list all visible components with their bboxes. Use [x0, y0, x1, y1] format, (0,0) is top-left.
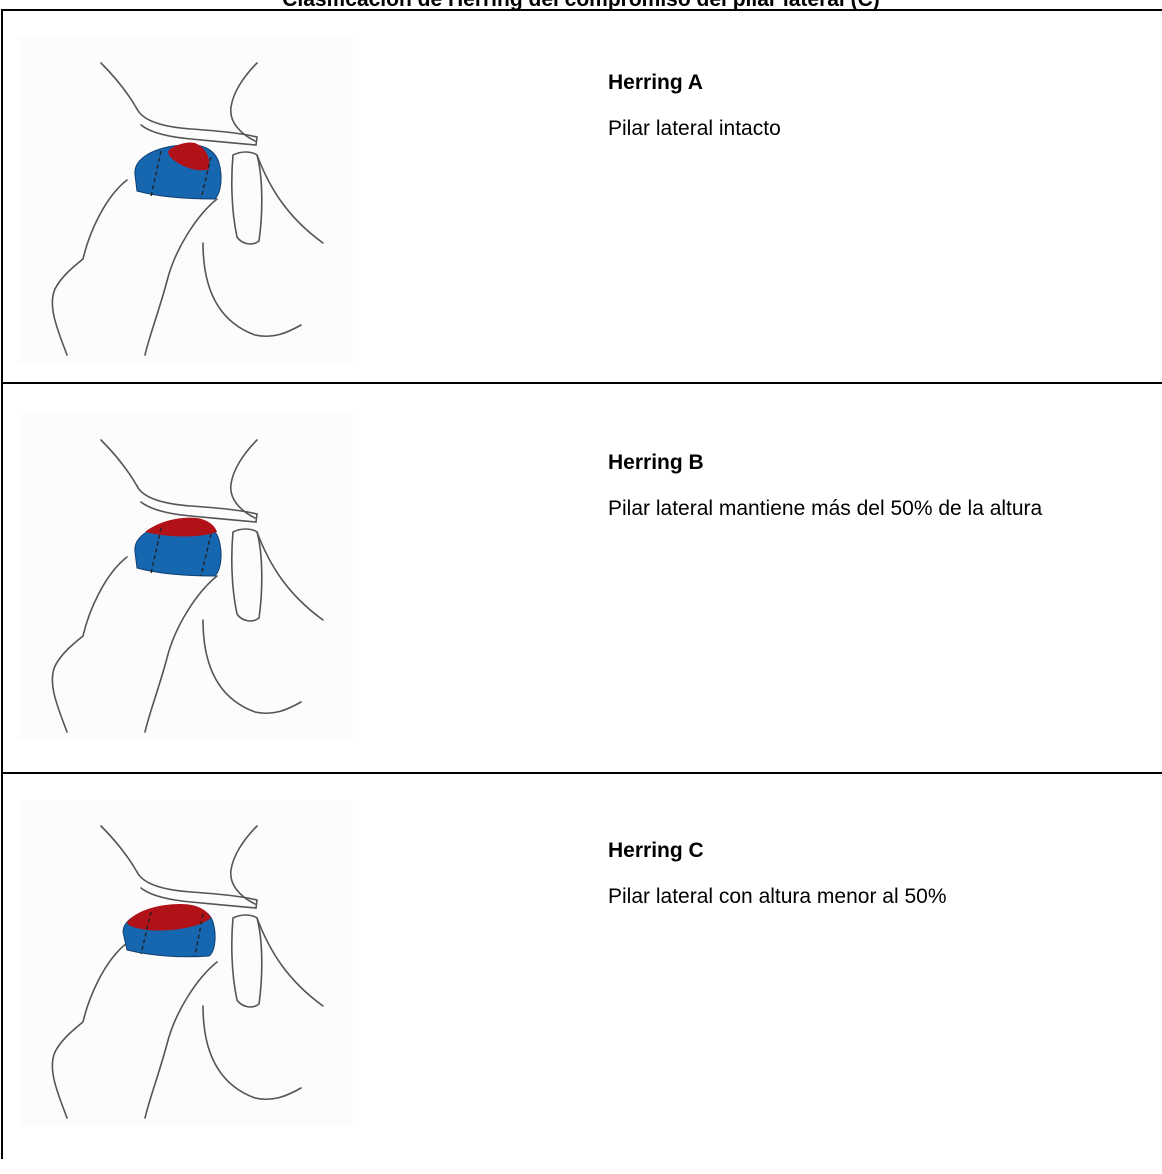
herring-classification-table: Herring A Pilar lateral intacto — [1, 9, 1162, 1159]
hip-diagram-illustration — [19, 414, 353, 740]
table-row: Herring A Pilar lateral intacto — [3, 11, 1162, 384]
hip-diagram-b — [19, 414, 353, 740]
row-heading: Herring C — [608, 839, 1162, 863]
row-heading: Herring A — [608, 71, 1162, 95]
table-row: Herring B Pilar lateral mantiene más del… — [3, 384, 1162, 774]
row-description: Pilar lateral con altura menor al 50% — [608, 885, 1162, 909]
hip-diagram-a — [19, 37, 353, 363]
description-cell: Herring C Pilar lateral con altura menor… — [608, 839, 1162, 909]
hip-diagram-illustration — [19, 800, 353, 1126]
row-description: Pilar lateral mantiene más del 50% de la… — [608, 497, 1162, 521]
row-heading: Herring B — [608, 451, 1162, 475]
description-cell: Herring A Pilar lateral intacto — [608, 71, 1162, 141]
hip-diagram-illustration — [19, 37, 353, 363]
table-row: Herring C Pilar lateral con altura menor… — [3, 774, 1162, 1174]
description-cell: Herring B Pilar lateral mantiene más del… — [608, 451, 1162, 521]
hip-diagram-c — [19, 800, 353, 1126]
row-description: Pilar lateral intacto — [608, 117, 1162, 141]
